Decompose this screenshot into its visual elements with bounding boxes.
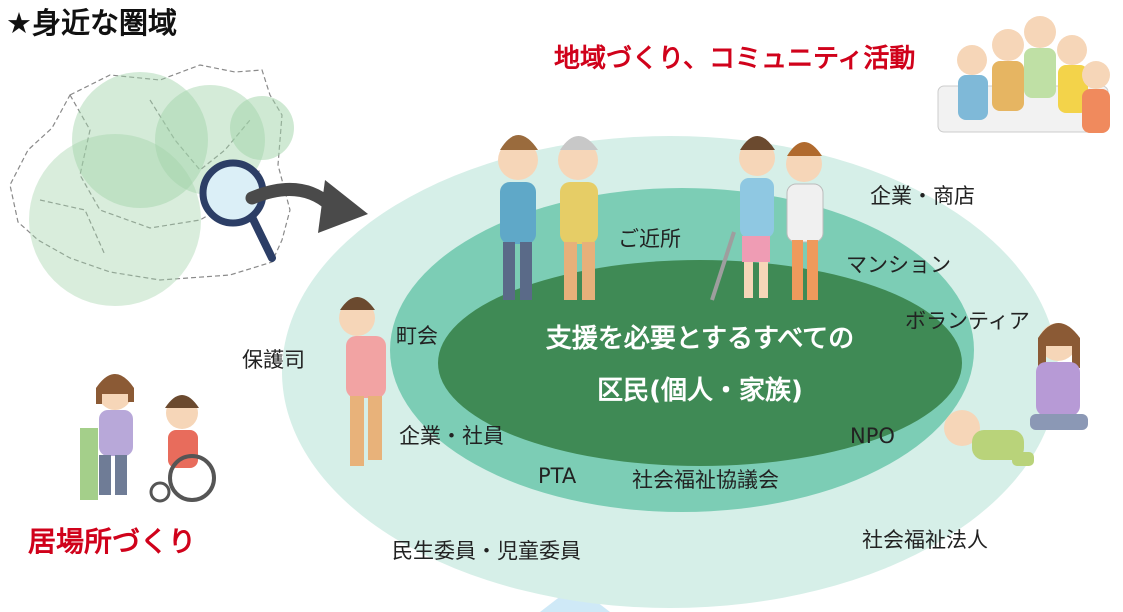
map-circle — [230, 96, 294, 160]
label-npo: NPO — [850, 424, 895, 448]
center-text-line1: 支援を必要とするすべての — [545, 324, 855, 354]
ibasho-illustration — [80, 374, 216, 503]
helping-couple-illustration — [498, 135, 598, 300]
worried-woman-illustration — [1030, 323, 1088, 430]
label-social-welfare-corporation: 社会福祉法人 — [862, 528, 988, 552]
label-neighbors: ご近所 — [618, 227, 681, 251]
label-company-employees: 企業・社員 — [399, 424, 504, 448]
label-probation-officer: 保護司 — [242, 348, 305, 372]
ibasho-label: 居場所づくり — [28, 525, 197, 558]
label-mansion: マンション — [846, 253, 951, 277]
label-pta: PTA — [538, 464, 577, 488]
magnifier-icon — [199, 159, 276, 262]
walking-children-illustration — [710, 136, 824, 301]
man-illustration — [339, 297, 386, 466]
label-town-association: 町会 — [396, 324, 438, 348]
inner-ring — [438, 260, 962, 466]
label-companies-shops: 企業・商店 — [870, 184, 975, 208]
label-volunteer: ボランティア — [905, 309, 1030, 333]
label-welfare-commissioners: 民生委員・児童委員 — [392, 539, 581, 563]
community-meeting-illustration — [937, 16, 1110, 133]
label-social-welfare-council: 社会福祉協議会 — [632, 468, 779, 492]
zoom-arrow-icon — [245, 180, 368, 233]
map-circle — [29, 134, 201, 306]
map-circle — [72, 72, 208, 208]
center-text-line2: 区民(個人・家族) — [597, 376, 803, 406]
page-title: ★身近な圏域 — [6, 6, 177, 40]
crying-baby-illustration — [944, 410, 1034, 466]
community-activity-label: 地域づくり、コミュニティ活動 — [554, 44, 916, 74]
